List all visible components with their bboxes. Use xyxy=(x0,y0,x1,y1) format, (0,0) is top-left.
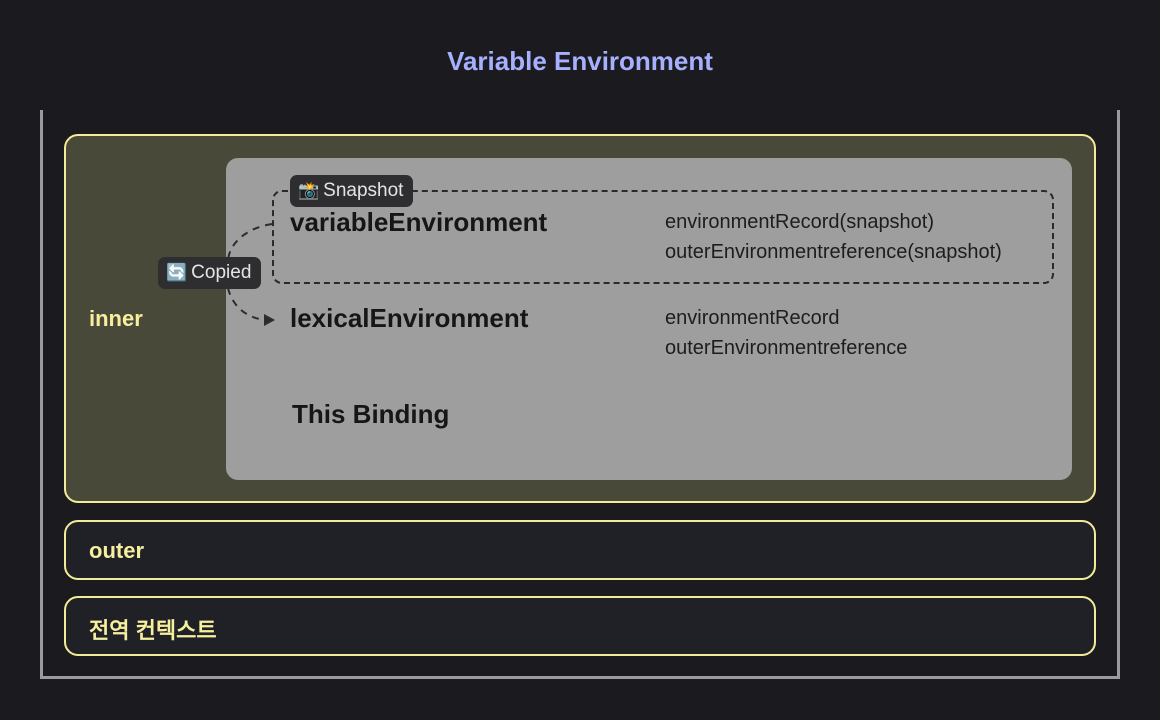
this-binding-name: This Binding xyxy=(292,399,450,429)
outer-context-label: outer xyxy=(89,538,144,563)
snapshot-badge-label: Snapshot xyxy=(323,180,404,201)
inner-context-detail-panel xyxy=(226,158,1072,480)
lexical-environment-name: lexicalEnvironment xyxy=(290,303,529,333)
snapshot-badge: 📸Snapshot xyxy=(290,175,414,207)
snapshot-dashed-box xyxy=(272,190,1054,284)
copied-badge: 🔄Copied xyxy=(158,257,262,289)
camera-flash-icon: 📸 xyxy=(298,181,320,200)
global-context-card: 전역 컨텍스트 xyxy=(64,596,1096,656)
variable-environment-outer-reference: outerEnvironmentreference(snapshot) xyxy=(665,241,1002,263)
variable-environment-record: environmentRecord(snapshot) xyxy=(665,211,935,233)
variable-environment-name: variableEnvironment xyxy=(290,207,548,237)
global-context-label: 전역 컨텍스트 xyxy=(89,618,217,643)
inner-context-label: inner xyxy=(89,306,143,331)
execution-context-stack-frame xyxy=(40,110,1120,679)
lexical-environment-record: environmentRecord xyxy=(665,307,840,329)
diagram-title: Variable Environment xyxy=(447,46,713,76)
copied-badge-label: Copied xyxy=(191,262,252,283)
lexical-environment-outer-reference: outerEnvironmentreference xyxy=(665,337,908,359)
refresh-icon: 🔄 xyxy=(166,263,188,282)
outer-context-card: outer xyxy=(64,520,1096,580)
